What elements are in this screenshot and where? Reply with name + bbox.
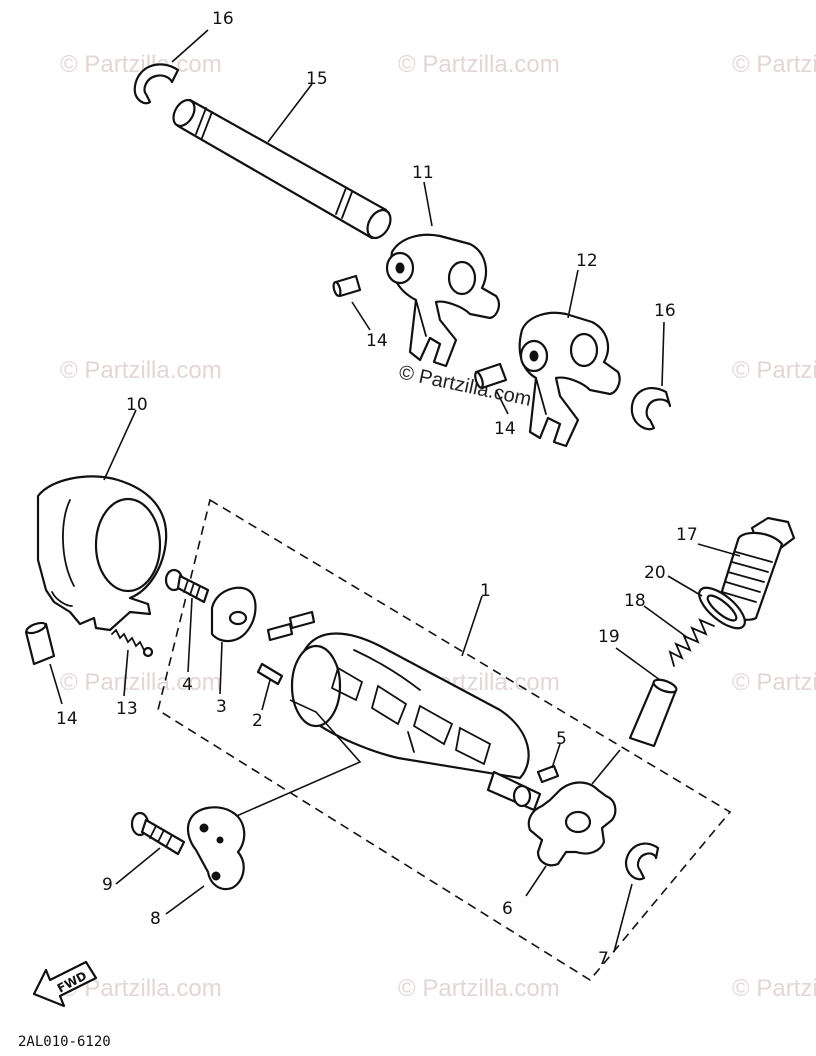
callout-12: 12	[576, 251, 598, 271]
circlip-right	[630, 386, 672, 431]
leader-4	[187, 597, 193, 673]
stopper-plunger	[628, 678, 678, 748]
leader-11	[423, 181, 433, 227]
drum-bearing-holder	[36, 475, 168, 632]
callout-13: 13	[116, 699, 138, 719]
callout-3: 3	[216, 697, 227, 717]
leader-2	[261, 679, 271, 711]
watermark: © Partzilla.com	[398, 975, 560, 1002]
gasket-washer	[698, 586, 746, 630]
small-spring	[111, 628, 154, 658]
shift-fork-11	[385, 233, 500, 368]
leader-1	[461, 595, 483, 657]
leader-5	[551, 743, 561, 769]
circlip-bottom	[624, 842, 660, 881]
callout-1: 1	[480, 581, 491, 601]
lever-bolt	[130, 811, 186, 856]
callout-16-top: 16	[212, 9, 234, 29]
callout-14-upper: 14	[366, 331, 388, 351]
drum-pin-small	[536, 764, 560, 784]
leader-16-top	[171, 29, 209, 63]
leader-9	[115, 847, 161, 885]
callout-14-left: 14	[56, 709, 78, 729]
stopper-lever	[186, 806, 246, 891]
watermark: © Partzilla.com	[60, 669, 222, 696]
leader-19	[615, 647, 661, 681]
stopper-spring	[668, 618, 715, 667]
leader-9-8-shared	[231, 699, 362, 819]
leader-13	[123, 649, 129, 697]
watermark: © Partzilla.com	[732, 51, 816, 78]
drum-pins	[256, 610, 316, 686]
leader-19-star	[591, 749, 621, 785]
watermark-group: © Partzilla.com © Partzilla.com © Partzi…	[60, 51, 816, 1002]
callout-8: 8	[150, 909, 161, 929]
leader-17	[697, 543, 741, 557]
callout-11: 11	[412, 163, 434, 183]
guide-pin-left	[24, 621, 56, 666]
watermark: © Partzilla.com	[398, 51, 560, 78]
watermark: © Partzilla.com	[732, 669, 816, 696]
callout-6: 6	[502, 899, 513, 919]
callout-2: 2	[252, 711, 263, 731]
leader-14-left	[49, 663, 63, 705]
guide-pin-upper	[332, 274, 362, 298]
drum-bolt	[164, 568, 210, 604]
shift-fork-12	[518, 311, 621, 448]
callout-14-middle: 14	[494, 419, 516, 439]
segment-plate	[210, 586, 257, 643]
callout-17: 17	[676, 525, 698, 545]
watermark: © Partzilla.com	[60, 357, 222, 384]
callout-10: 10	[126, 395, 148, 415]
leader-18	[643, 605, 689, 639]
leader-16-right	[661, 321, 665, 387]
callout-7: 7	[598, 949, 609, 969]
callout-19: 19	[598, 627, 620, 647]
leader-20	[667, 575, 703, 597]
leader-3	[219, 641, 223, 695]
callout-labels: 16 15 11 12 16 14 14 10 17 20 18 19 1 4 …	[56, 9, 698, 969]
assembly-boundary	[157, 498, 732, 982]
guide-pin-middle	[474, 362, 508, 390]
leader-8	[165, 885, 205, 915]
watermark: © Partzilla.com	[732, 357, 816, 384]
callout-18: 18	[624, 591, 646, 611]
circlip-top	[133, 63, 180, 105]
leader-10	[103, 409, 137, 481]
callout-20: 20	[644, 563, 666, 583]
callout-16-right: 16	[654, 301, 676, 321]
callout-15: 15	[306, 69, 328, 89]
leader-14-upper	[351, 301, 371, 331]
shift-fork-shaft	[172, 98, 392, 240]
leader-12	[567, 269, 579, 319]
watermark: © Partzilla.com	[732, 975, 816, 1002]
leader-14-middle	[495, 389, 509, 415]
diagram-code: 2AL010-6120	[18, 1034, 111, 1050]
leader-6	[525, 865, 547, 897]
leader-15	[267, 83, 313, 143]
callout-9: 9	[102, 875, 113, 895]
shift-drum	[290, 632, 542, 812]
callout-4: 4	[182, 675, 193, 695]
watermark-center: © Partzilla.com	[397, 361, 533, 411]
stopper-star	[527, 781, 617, 867]
callout-5: 5	[556, 729, 567, 749]
leader-7	[613, 883, 633, 953]
